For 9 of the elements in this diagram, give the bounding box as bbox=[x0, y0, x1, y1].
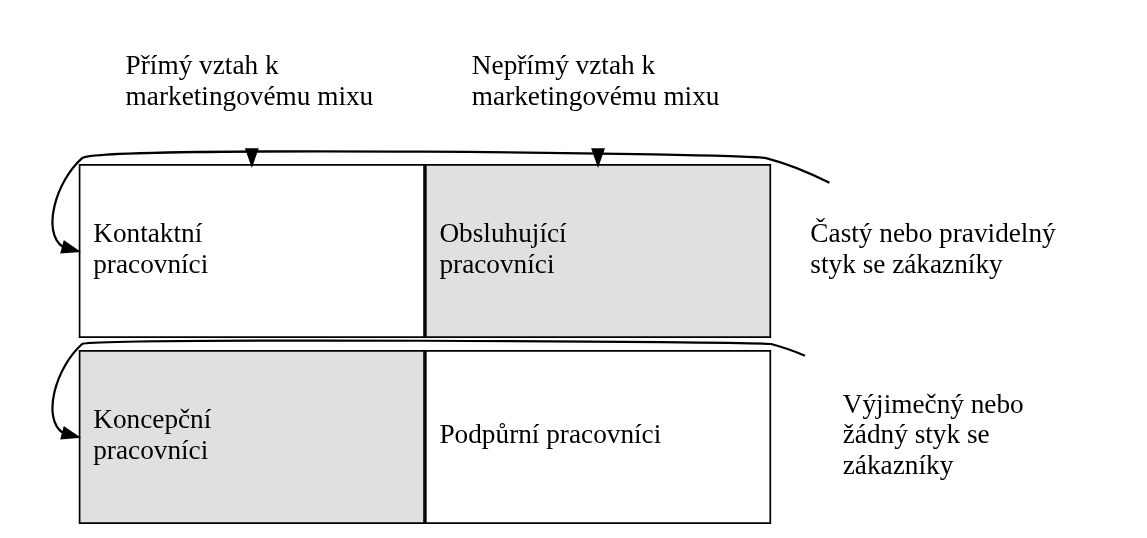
node-box: Podpůrní pracovníci bbox=[424, 350, 772, 524]
node-box: Kontaktní pracovníci bbox=[78, 164, 425, 339]
node-text: Přímý vztah k marketingovému mixu bbox=[125, 50, 374, 111]
node-text: Častý nebo pravidelný styk se zákazníky bbox=[810, 218, 1056, 279]
node-box: Obsluhující pracovníci bbox=[424, 164, 772, 339]
node-text: Výjimečný nebo žádný styk se zákazníky bbox=[842, 388, 1024, 481]
node-text: Nepřímý vztah k marketingovému mixu bbox=[471, 50, 720, 111]
arrow bbox=[51, 339, 806, 440]
node-box: Koncepční pracovníci bbox=[78, 350, 425, 524]
